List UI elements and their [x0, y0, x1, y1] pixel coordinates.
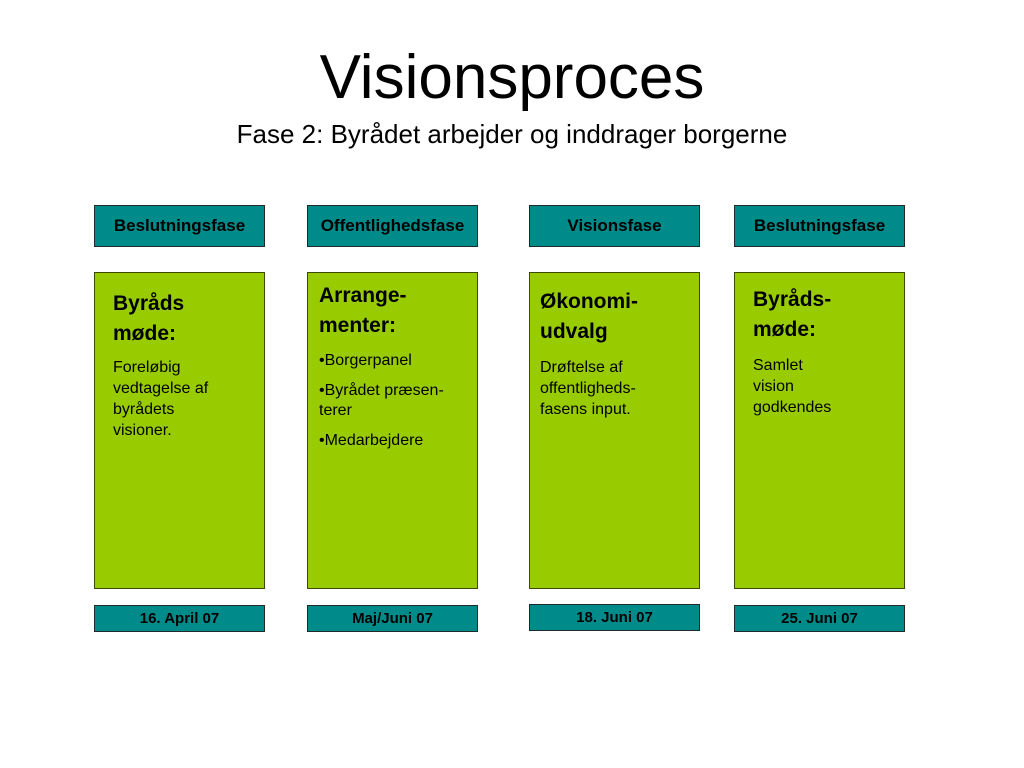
card-3-text-line2: offentligheds- — [540, 380, 636, 397]
card-1-heading-line1: Byråds — [113, 292, 185, 315]
card-3-heading-line2: udvalg — [540, 320, 608, 343]
slide-title: Visionsproces — [319, 43, 705, 112]
card-4-text-line3: godkendes — [753, 399, 832, 416]
card-3-heading-line1: Økonomi- — [540, 290, 638, 313]
card-1: Byråds møde: Foreløbig vedtagelse af byr… — [94, 272, 265, 589]
card-4-heading-line2: møde: — [753, 318, 816, 341]
card-1-heading-line2: møde: — [113, 322, 176, 345]
date-label-2: Maj/Juni 07 — [307, 605, 478, 632]
date-label-3: 18. Juni 07 — [529, 604, 700, 631]
card-2-bullet-1: •Borgerpanel — [319, 352, 412, 369]
phase-label-1: Beslutningsfase — [94, 205, 265, 247]
card-3-text-line3: fasens input. — [540, 401, 631, 418]
card-4: Byråds- møde: Samlet vision godkendes — [734, 272, 905, 589]
card-3-text-line1: Drøftelse af — [540, 359, 623, 376]
slide-subtitle: Fase 2: Byrådet arbejder og inddrager bo… — [236, 119, 788, 149]
card-2-heading-line1: Arrange- — [319, 284, 407, 307]
card-3: Økonomi- udvalg Drøftelse af offentlighe… — [529, 272, 700, 589]
date-label-1: 16. April 07 — [94, 605, 265, 632]
card-1-text-line4: visioner. — [113, 422, 172, 439]
phase-label-4: Beslutningsfase — [734, 205, 905, 247]
phase-label-3: Visionsfase — [529, 205, 700, 247]
card-2-bullet-2: •Byrådet præsen- — [319, 382, 444, 399]
card-1-text-line2: vedtagelse af — [113, 380, 209, 397]
card-2-heading-line2: menter: — [319, 314, 397, 337]
card-4-text-line2: vision — [753, 378, 794, 395]
date-label-4: 25. Juni 07 — [734, 605, 905, 632]
card-4-text-line1: Samlet — [753, 357, 803, 374]
card-1-text-line1: Foreløbig — [113, 359, 181, 376]
phase-label-2: Offentlighedsfase — [307, 205, 478, 247]
card-4-heading-line1: Byråds- — [753, 288, 832, 311]
card-2: Arrange- menter: •Borgerpanel •Byrådet p… — [307, 272, 478, 589]
card-2-bullet-2-cont: terer — [319, 402, 352, 419]
card-2-bullet-3: •Medarbejdere — [319, 432, 424, 449]
card-1-text-line3: byrådets — [113, 401, 175, 418]
